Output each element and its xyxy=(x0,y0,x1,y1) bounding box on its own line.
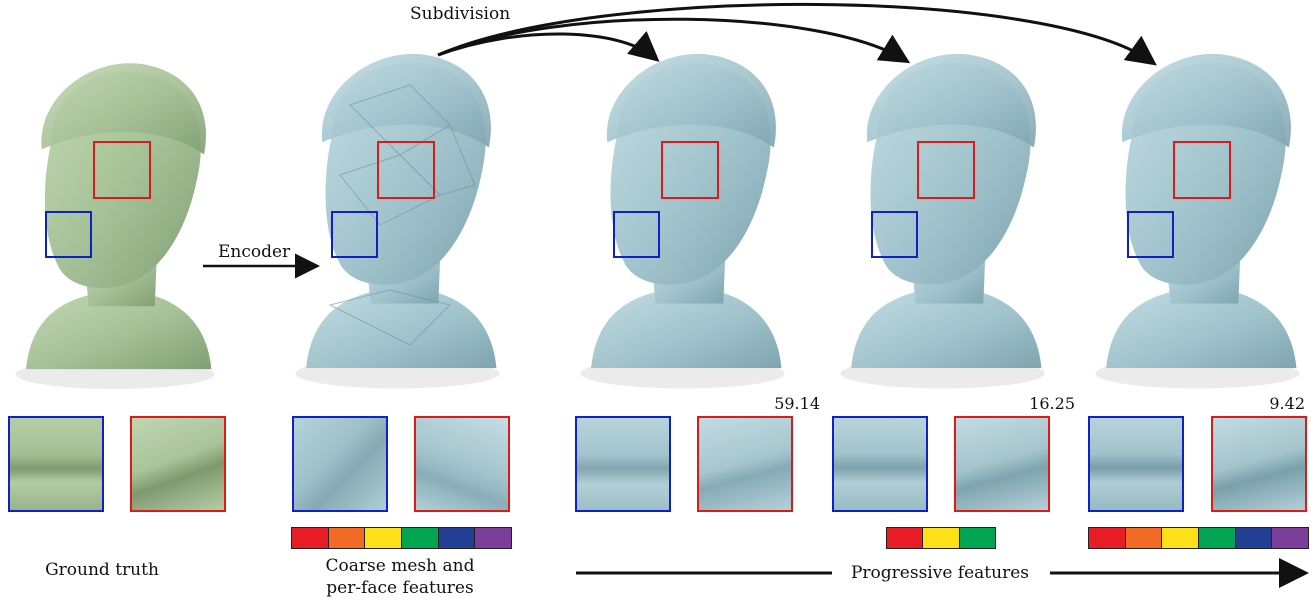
level-1-mouth-box xyxy=(613,211,660,258)
ground-truth-eye-zoom xyxy=(130,416,226,512)
feature-cell-1 xyxy=(1089,528,1126,548)
coarse-label-line2: per-face features xyxy=(326,578,474,598)
feature-cell-3 xyxy=(1162,528,1200,548)
feature-cell-3 xyxy=(959,528,995,548)
subdivision-arrow-3 xyxy=(437,3,1157,66)
coarse-mouth-zoom xyxy=(292,416,388,512)
coarse-eye-box xyxy=(377,141,435,199)
feature-cell-3 xyxy=(365,528,403,548)
level-2-eye-box xyxy=(917,141,975,199)
level-3-eye-zoom xyxy=(1211,416,1307,512)
level-3-bust xyxy=(1095,53,1300,389)
ground-truth-mouth-box xyxy=(45,211,92,258)
level-1-mouth-zoom xyxy=(575,416,671,512)
level-3-mouth-box xyxy=(1127,211,1174,258)
level-3-mouth-zoom xyxy=(1088,416,1184,512)
feature-cell-2 xyxy=(1125,528,1163,548)
ground-truth-bust xyxy=(15,63,215,389)
coarse-label-line1: Coarse mesh and xyxy=(325,556,475,576)
level-1-eye-zoom xyxy=(697,416,793,512)
level-2-mouth-box xyxy=(871,211,918,258)
level-1-bust xyxy=(580,53,785,389)
level-3-eye-box xyxy=(1173,141,1231,199)
feature-cell-2 xyxy=(923,528,960,548)
error-value-level-3: 9.42 xyxy=(1269,394,1305,413)
progressive-label: Progressive features xyxy=(850,563,1029,583)
feature-cell-6 xyxy=(475,528,512,548)
level-3-feature-bar xyxy=(1088,527,1309,549)
feature-cell-1 xyxy=(887,528,924,548)
subdivision-label: Subdivision xyxy=(410,4,511,24)
coarse-eye-zoom xyxy=(414,416,510,512)
feature-cell-1 xyxy=(292,528,329,548)
encoder-label: Encoder xyxy=(218,242,291,262)
feature-cell-4 xyxy=(402,528,439,548)
error-value-level-2: 16.25 xyxy=(1029,394,1075,413)
ground-truth-mouth-zoom xyxy=(8,416,104,512)
coarse-feature-bar xyxy=(291,527,512,549)
feature-cell-2 xyxy=(328,528,366,548)
level-1-eye-box xyxy=(661,141,719,199)
level-2-eye-zoom xyxy=(954,416,1050,512)
coarse-mesh-bust xyxy=(295,53,500,389)
feature-cell-4 xyxy=(1199,528,1236,548)
feature-cell-5 xyxy=(438,528,476,548)
level-2-mouth-zoom xyxy=(832,416,928,512)
error-value-level-1: 59.14 xyxy=(774,394,820,413)
level-2-bust xyxy=(840,53,1045,389)
feature-cell-6 xyxy=(1272,528,1309,548)
feature-cell-5 xyxy=(1235,528,1273,548)
ground-truth-label: Ground truth xyxy=(45,560,159,580)
coarse-mouth-box xyxy=(331,211,378,258)
level-2-feature-bar xyxy=(886,527,996,549)
ground-truth-eye-box xyxy=(93,141,151,199)
